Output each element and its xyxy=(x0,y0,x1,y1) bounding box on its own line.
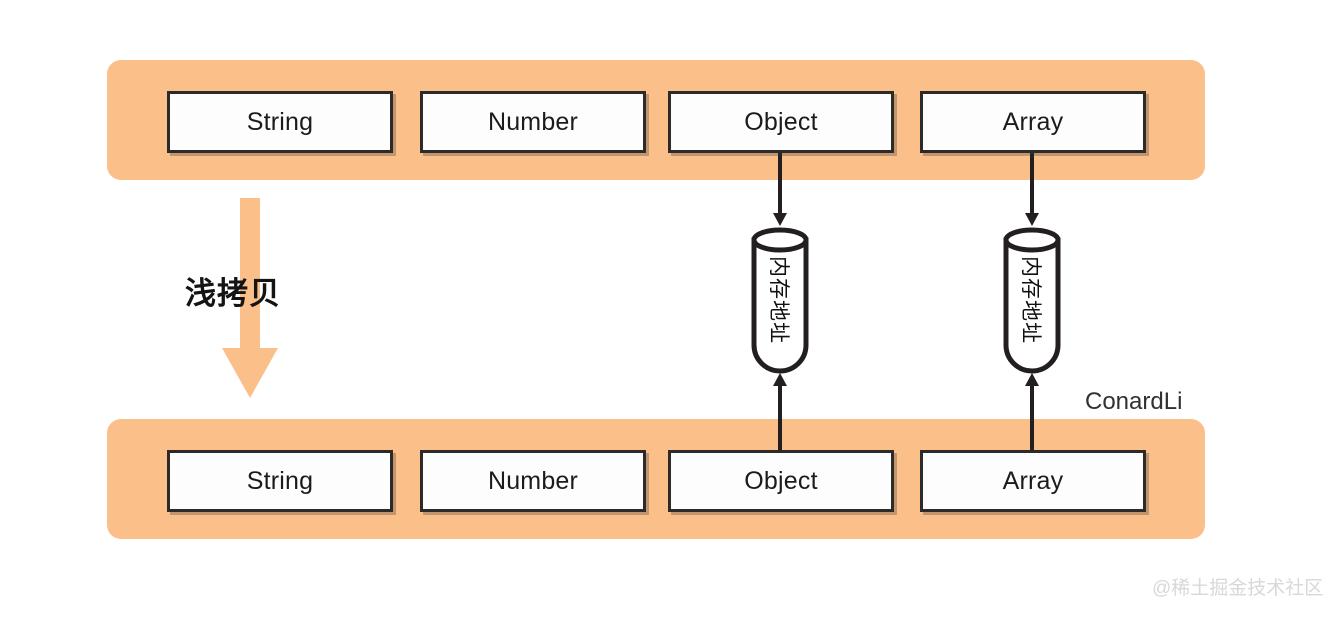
box-label: Array xyxy=(1002,107,1064,136)
box-label: Object xyxy=(744,107,818,136)
source-box-number[interactable]: Number xyxy=(420,91,646,153)
box-label: String xyxy=(246,107,314,136)
cylinder-icon xyxy=(1003,227,1061,374)
box-label: Object xyxy=(744,466,818,495)
source-box-string[interactable]: String xyxy=(167,91,393,153)
box-label: Array xyxy=(1002,466,1064,495)
copy-box-object[interactable]: Object xyxy=(668,450,894,512)
box-label: Number xyxy=(487,466,579,495)
memory-cell-array: 内存地址 xyxy=(1001,224,1063,376)
shallow-copy-arrow-icon xyxy=(222,198,278,398)
author-watermark: ConardLi xyxy=(1085,388,1183,415)
box-label: Number xyxy=(487,107,579,136)
source-box-array[interactable]: Array xyxy=(920,91,1146,153)
shallow-copy-label: 浅拷贝 xyxy=(185,276,281,311)
cylinder-icon xyxy=(751,227,809,374)
site-watermark: @稀土掘金技术社区 xyxy=(1152,578,1324,599)
memory-cell-object: 内存地址 xyxy=(749,224,811,376)
box-label: String xyxy=(246,466,314,495)
source-box-object[interactable]: Object xyxy=(668,91,894,153)
copy-box-number[interactable]: Number xyxy=(420,450,646,512)
copy-box-array[interactable]: Array xyxy=(920,450,1146,512)
copy-box-string[interactable]: String xyxy=(167,450,393,512)
